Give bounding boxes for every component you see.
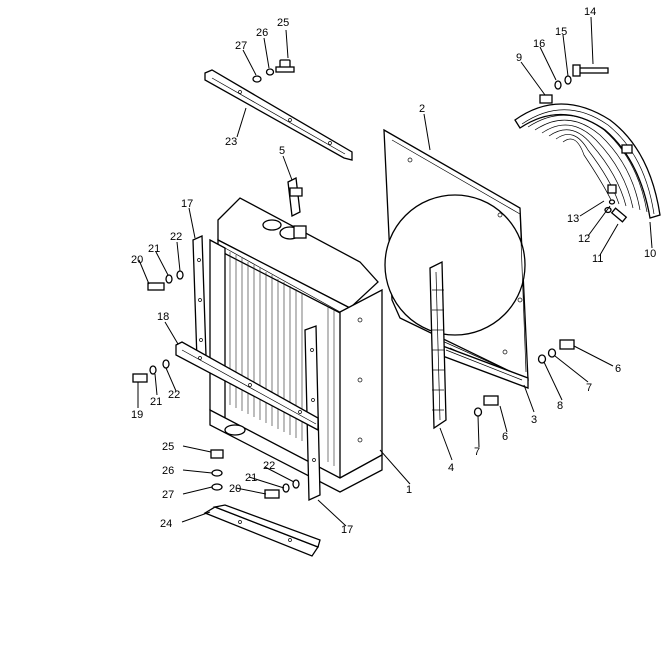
callout-27: 27: [162, 489, 174, 501]
side-strip-right-part-17: [304, 325, 321, 501]
callout-24: 24: [160, 518, 172, 530]
top-bracket-part-23: [204, 69, 353, 161]
callout-22: 22: [170, 231, 182, 243]
callout-1: 1: [406, 484, 412, 496]
callout-17: 17: [181, 198, 193, 210]
callout-10: 10: [644, 248, 656, 260]
side-strip-left-part-17: [192, 235, 207, 361]
fan-shroud-part-2: [383, 128, 529, 383]
callout-4: 4: [448, 462, 454, 474]
callout-26: 26: [256, 27, 268, 39]
callout-7: 7: [586, 382, 592, 394]
bottom-bracket-part-24: [203, 504, 321, 557]
callout-17: 17: [341, 524, 353, 536]
callout-20: 20: [229, 483, 241, 495]
callout-13: 13: [567, 213, 579, 225]
callout-18: 18: [157, 311, 169, 323]
top-bolt-assembly: [252, 59, 295, 83]
callout-2: 2: [419, 103, 425, 115]
callout-14: 14: [584, 6, 596, 18]
callout-25: 25: [162, 441, 174, 453]
callout-21: 21: [245, 472, 257, 484]
callout-11: 11: [592, 253, 603, 265]
callout-23: 23: [225, 136, 237, 148]
callout-7: 7: [474, 446, 480, 458]
bracket-part-5: [287, 177, 303, 217]
callout-22: 22: [168, 389, 180, 401]
callout-8: 8: [557, 400, 563, 412]
vertical-strip-part-4: [429, 260, 447, 430]
callout-6: 6: [615, 363, 621, 375]
callout-3: 3: [531, 414, 537, 426]
radiator-part-1: [209, 197, 383, 493]
leader-lines: [137, 16, 653, 527]
callout-21: 21: [150, 396, 162, 408]
callout-9: 9: [516, 52, 522, 64]
callout-22: 22: [263, 460, 275, 472]
callout-21: 21: [148, 243, 160, 255]
callout-27: 27: [235, 40, 247, 52]
callout-5: 5: [279, 145, 285, 157]
callout-12: 12: [578, 233, 590, 245]
callout-15: 15: [555, 26, 567, 38]
callout-6: 6: [502, 431, 508, 443]
callouts: 1 2 3 4 5 6 6 7 7 8 9 10 11 12 13 14 15 …: [131, 6, 656, 536]
callout-26: 26: [162, 465, 174, 477]
fan-guard-part-9-10: [514, 94, 661, 219]
callout-20: 20: [131, 254, 143, 266]
brace-bar-part-18: [175, 341, 319, 432]
callout-16: 16: [533, 38, 545, 50]
callout-25: 25: [277, 17, 289, 29]
callout-19: 19: [131, 409, 143, 421]
fasteners: [132, 64, 628, 499]
